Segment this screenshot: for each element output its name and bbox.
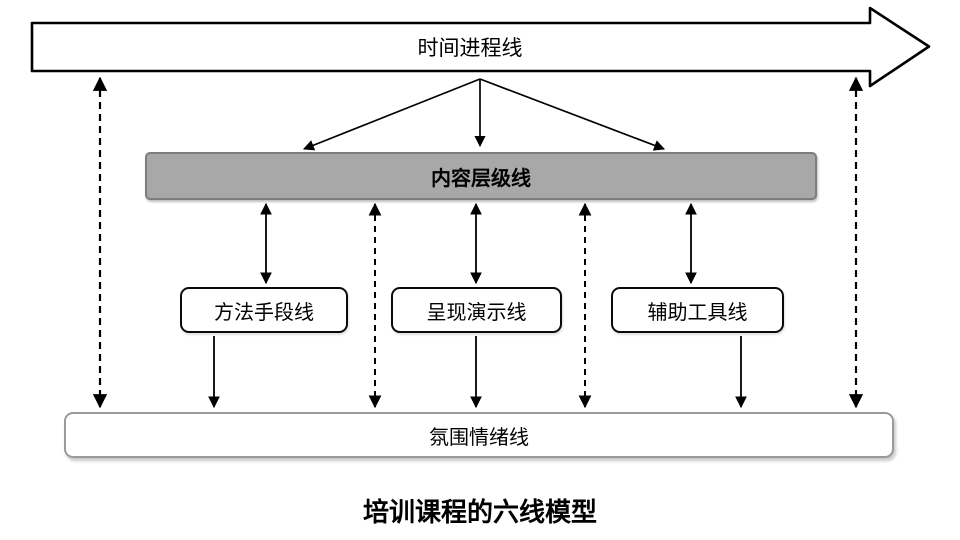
presentation-demo-box: 呈现演示线 (391, 287, 562, 333)
content-hierarchy-bar: 内容层级线 (145, 152, 817, 200)
method-means-box: 方法手段线 (180, 287, 348, 333)
content-hierarchy-label: 内容层级线 (431, 165, 531, 190)
fan-arrow-left-icon (302, 78, 481, 151)
auxiliary-tools-box: 辅助工具线 (611, 287, 784, 333)
atmosphere-emotion-label: 氛围情绪线 (429, 424, 529, 449)
presentation-demo-label: 呈现演示线 (426, 299, 527, 324)
timeline-label: 时间进程线 (417, 36, 523, 60)
atmosphere-emotion-bar: 氛围情绪线 (64, 412, 894, 458)
timeline-arrow-shape (30, 6, 931, 88)
fan-arrow-right-icon (479, 78, 666, 151)
method-means-label: 方法手段线 (214, 299, 314, 324)
diagram-title: 培训课程的六线模型 (362, 498, 597, 528)
auxiliary-tools-label: 辅助工具线 (647, 299, 748, 324)
